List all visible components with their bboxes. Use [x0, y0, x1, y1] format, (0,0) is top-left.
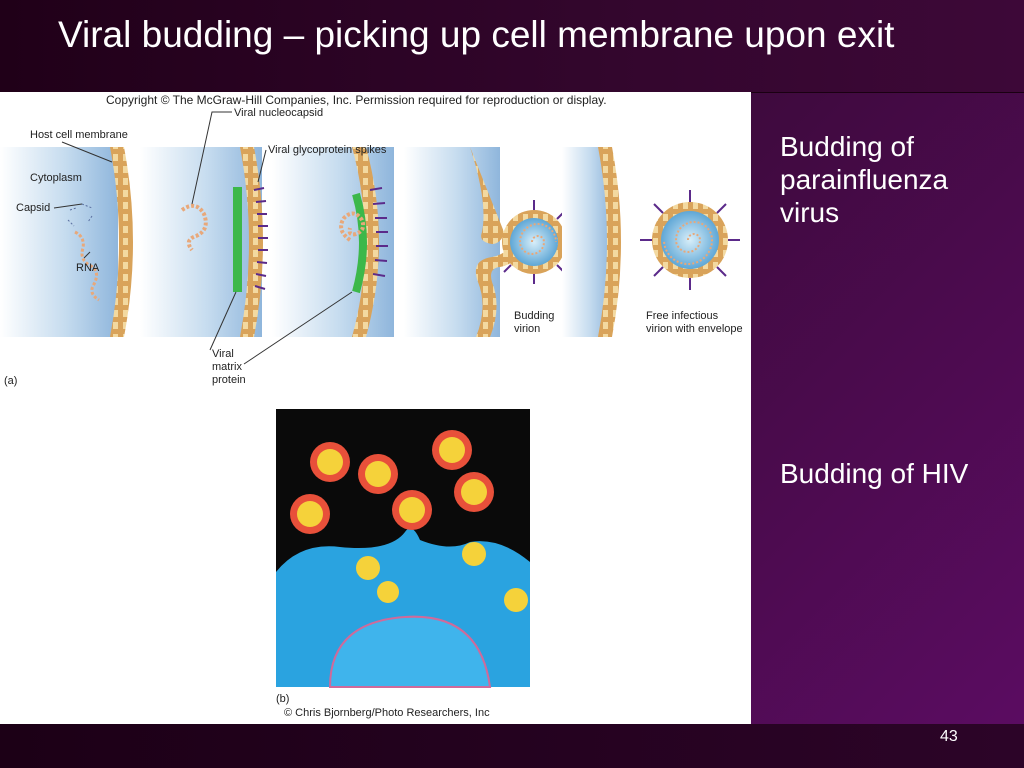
copyright-notice: Copyright © The McGraw-Hill Companies, I…	[106, 93, 607, 107]
panel-3-cytoplasm	[272, 147, 394, 337]
label-viral-matrix-protein: Viral matrix protein	[212, 348, 246, 386]
label-viral-nucleocapsid: Viral nucleocapsid	[234, 107, 324, 119]
slide-number: 43	[940, 728, 958, 745]
glycoprotein-spikes-3	[369, 187, 388, 277]
label-capsid: Capsid	[16, 202, 51, 214]
matrix-protein-layer-3	[352, 192, 367, 294]
panel-2-cytoplasm	[140, 147, 268, 337]
photo-credit: © Chris Bjornberg/Photo Researchers, Inc	[284, 707, 490, 719]
virion-particles	[290, 430, 528, 612]
free-virion-spikes	[640, 190, 740, 290]
label-panel-b: (b)	[276, 693, 290, 705]
label-free-infectious-virion: Free infectious virion with envelope	[646, 310, 743, 335]
title-bar: Viral budding – picking up cell membrane…	[0, 0, 1024, 93]
label-panel-a: (a)	[4, 375, 18, 387]
panel-5-free-virion	[562, 147, 740, 337]
rna-strand	[74, 230, 100, 302]
caption-hiv: Budding of HIV	[780, 458, 969, 489]
panel-4-budding	[404, 147, 576, 337]
hiv-micrograph	[276, 409, 530, 688]
caption-parainfluenza: Budding of parainfluenza virus	[780, 131, 949, 228]
leader-lines	[53, 111, 353, 365]
matrix-protein-layer	[233, 187, 242, 292]
nucleocapsid-3	[339, 211, 366, 242]
label-rna: RNA	[76, 262, 100, 274]
label-cytoplasm: Cytoplasm	[30, 172, 82, 184]
footer-bar	[0, 724, 1024, 768]
label-viral-glycoprotein-spikes: Viral glycoprotein spikes	[268, 144, 387, 156]
textbook-figure: Copyright © The McGraw-Hill Companies, I…	[0, 92, 751, 724]
capsid-fragments	[67, 203, 93, 227]
glycoprotein-spikes	[253, 187, 268, 290]
nucleocapsid	[180, 203, 208, 252]
budding-diagram	[0, 111, 740, 688]
panel-1-cytoplasm	[0, 147, 133, 337]
label-host-cell-membrane: Host cell membrane	[30, 129, 128, 141]
slide-title: Viral budding – picking up cell membrane…	[58, 14, 895, 55]
label-budding-virion: Budding virion	[514, 310, 555, 335]
